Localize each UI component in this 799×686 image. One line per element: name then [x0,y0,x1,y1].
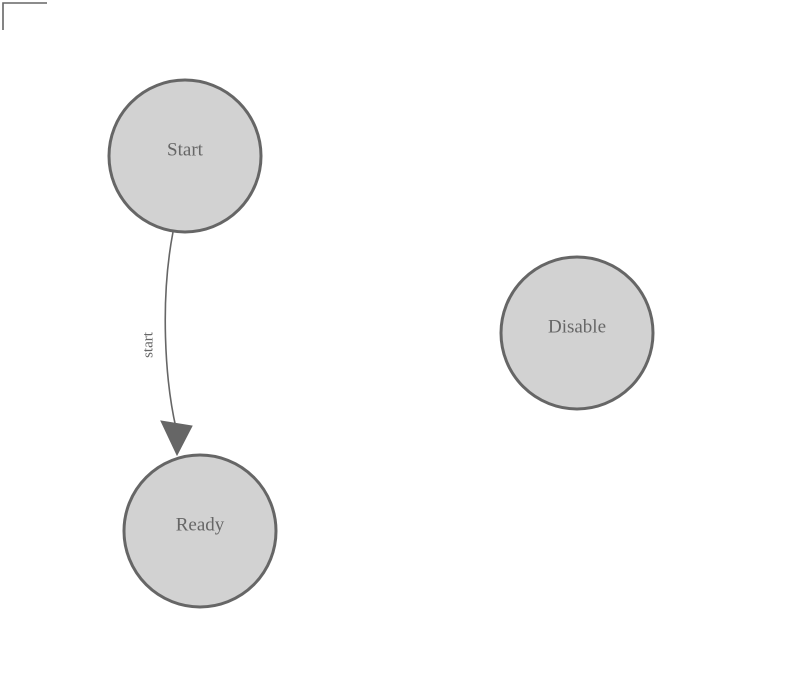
node-ready[interactable]: Ready [122,453,278,609]
node-disable[interactable]: Disable [499,255,655,411]
node-ready-label: Ready [176,514,225,535]
node-ready-circle[interactable] [122,453,278,609]
node-start-label: Start [167,139,204,160]
edge-label-start: start [140,331,156,358]
node-disable-label: Disable [548,316,606,337]
node-start[interactable]: Start [107,78,263,234]
arrowhead-icon [160,420,193,457]
edge-start-to-ready[interactable]: start [140,231,193,457]
edge-line-start-to-ready [164,231,177,429]
corner-bracket-mark [2,2,47,30]
node-disable-circle[interactable] [499,255,655,411]
node-start-circle[interactable] [107,78,263,234]
